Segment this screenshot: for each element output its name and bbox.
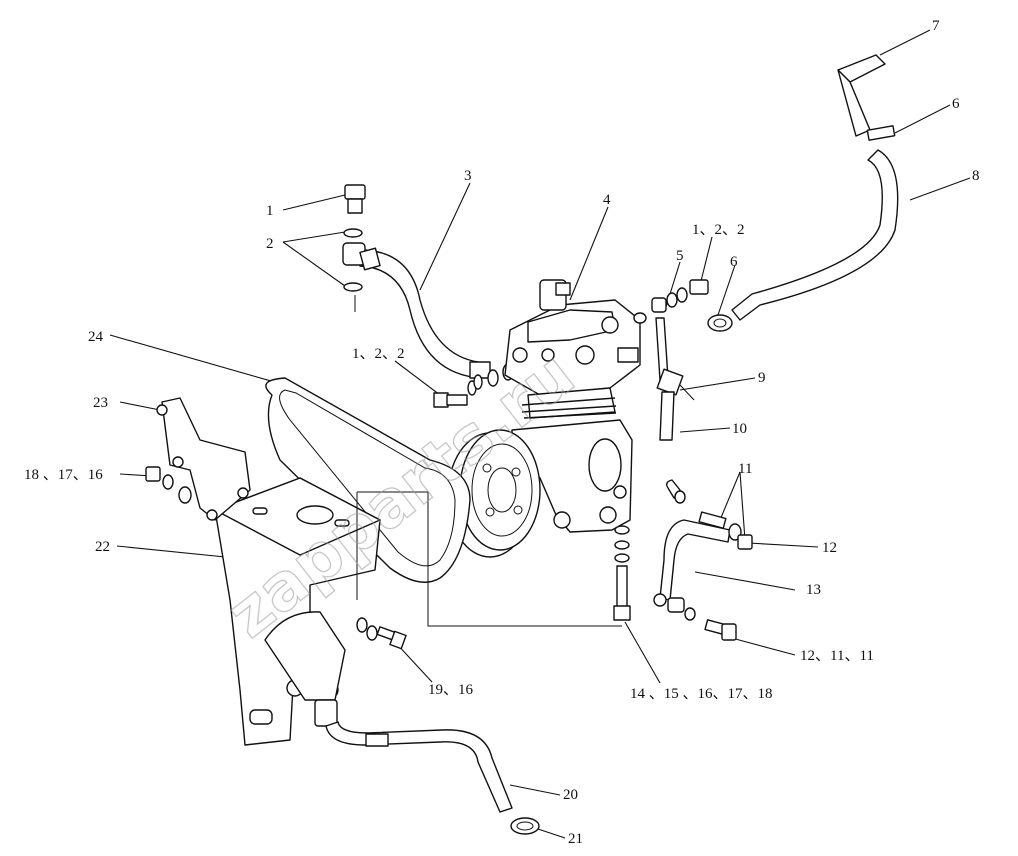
bracket-22 <box>214 477 381 746</box>
label-20: 20 <box>563 787 578 803</box>
pipe-13 <box>653 479 753 641</box>
bolt-14 <box>613 525 631 621</box>
label-14-18: 14 、15 、16、17、18 <box>630 686 773 702</box>
label-4: 4 <box>603 192 611 208</box>
pipe-9-10 <box>633 279 709 441</box>
label-12: 12 <box>822 540 837 556</box>
label-6-upper: 6 <box>952 96 960 112</box>
label-1-2-2-left: 1、2、2 <box>352 346 405 362</box>
label-7: 7 <box>932 18 940 34</box>
label-13: 13 <box>806 582 821 598</box>
coolant-hose-3 <box>342 184 514 387</box>
label-9: 9 <box>758 370 766 386</box>
label-19-16: 19、16 <box>428 682 474 698</box>
bracket-reference-frame <box>356 491 622 627</box>
label-11: 11 <box>738 461 752 477</box>
label-3: 3 <box>464 168 472 184</box>
label-6-lower: 6 <box>730 254 738 270</box>
label-1: 1 <box>266 203 274 219</box>
label-5: 5 <box>676 248 684 264</box>
air-hose-8 <box>707 54 899 332</box>
label-21: 21 <box>568 831 583 847</box>
bolt-19 <box>356 617 407 650</box>
label-23: 23 <box>93 395 108 411</box>
air-compressor-4 <box>504 279 641 533</box>
fasteners-16-17-18 <box>145 466 192 504</box>
label-10: 10 <box>732 421 747 437</box>
label-22: 22 <box>95 539 110 555</box>
bracket-23 <box>156 397 251 521</box>
oil-pipe-20 <box>314 699 540 835</box>
label-24: 24 <box>88 329 104 345</box>
label-18-17-16: 18 、17、16 <box>24 467 103 483</box>
v-belt-24 <box>265 377 471 583</box>
label-2: 2 <box>266 236 274 252</box>
banjo-bolt-left <box>433 374 483 408</box>
label-8: 8 <box>972 168 980 184</box>
label-12-11-11: 12、11、11 <box>800 648 874 664</box>
label-1-2-2-right: 1、2、2 <box>692 222 745 238</box>
part-labels: 1 2 3 4 5 1、2、2 6 7 6 8 9 10 11 12 13 12… <box>24 18 980 847</box>
